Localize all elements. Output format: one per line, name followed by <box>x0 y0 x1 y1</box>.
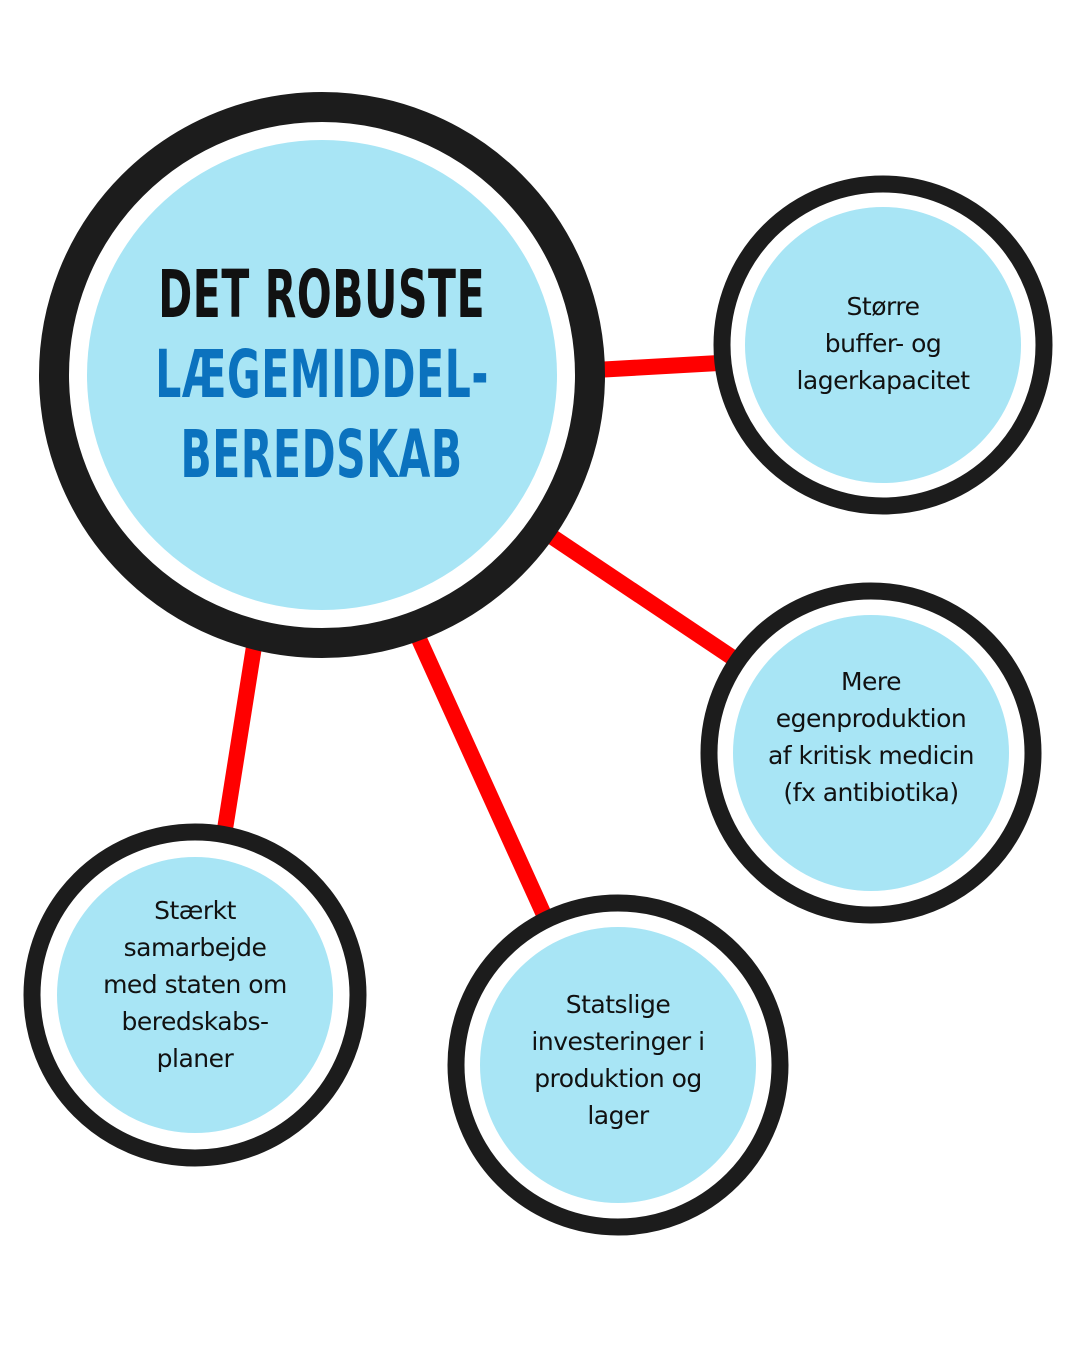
node-egenproduktion-line: (fx antibiotika) <box>783 778 959 807</box>
node-investeringer-line: lager <box>587 1101 649 1130</box>
node-samarbejde-label: Stærkt samarbejde med staten om beredska… <box>65 895 325 1073</box>
node-egenproduktion-line: Mere <box>840 667 902 696</box>
node-investeringer-fill <box>480 927 756 1203</box>
connector-buffer <box>594 355 720 378</box>
node-samarbejde-line: planer <box>156 1043 234 1073</box>
node-egenproduktion-fill <box>733 615 1009 891</box>
node-investeringer-line: investeringer i <box>531 1027 705 1056</box>
node-samarbejde <box>23 823 367 1167</box>
center-node <box>39 92 605 658</box>
node-buffer-line: lagerkapacitet <box>796 365 970 395</box>
node-investeringer <box>447 894 789 1236</box>
node-investeringer-line: Statslige <box>565 990 671 1019</box>
node-samarbejde-line: med staten om <box>103 969 287 999</box>
node-buffer-line: buffer- og <box>824 328 942 358</box>
node-egenproduktion-line: af kritisk medicin <box>767 741 975 770</box>
node-buffer <box>713 175 1053 515</box>
node-samarbejde-line: Stærkt <box>154 895 236 925</box>
center-node-fill <box>87 140 557 610</box>
connector-investeringer <box>406 624 553 921</box>
title-line-2: LÆGEMIDDEL- <box>155 336 489 413</box>
node-samarbejde-line: samarbejde <box>123 932 267 962</box>
node-egenproduktion <box>700 582 1042 924</box>
node-investeringer-label: Statslige investeringer i produktion og … <box>488 985 748 1135</box>
node-egenproduktion-label: Mere egenproduktion af kritisk medicin (… <box>741 630 1001 844</box>
node-investeringer-line: produktion og <box>534 1064 702 1093</box>
node-buffer-label: Større buffer- og lagerkapacitet <box>763 225 1003 461</box>
connector-samarbejde <box>217 632 264 831</box>
connector-egenproduktion <box>540 525 747 671</box>
node-buffer-line: Større <box>846 291 920 321</box>
node-samarbejde-fill <box>57 857 333 1133</box>
center-node-title: DET ROBUSTE LÆGEMIDDEL- BEREDSKAB <box>87 240 557 510</box>
node-buffer-fill <box>745 207 1021 483</box>
node-egenproduktion-line: egenproduktion <box>775 704 967 733</box>
connectors <box>217 355 747 921</box>
node-samarbejde-line: beredskabs- <box>121 1006 269 1036</box>
title-line-1: DET ROBUSTE <box>158 256 486 333</box>
title-line-3: BEREDSKAB <box>180 416 464 493</box>
